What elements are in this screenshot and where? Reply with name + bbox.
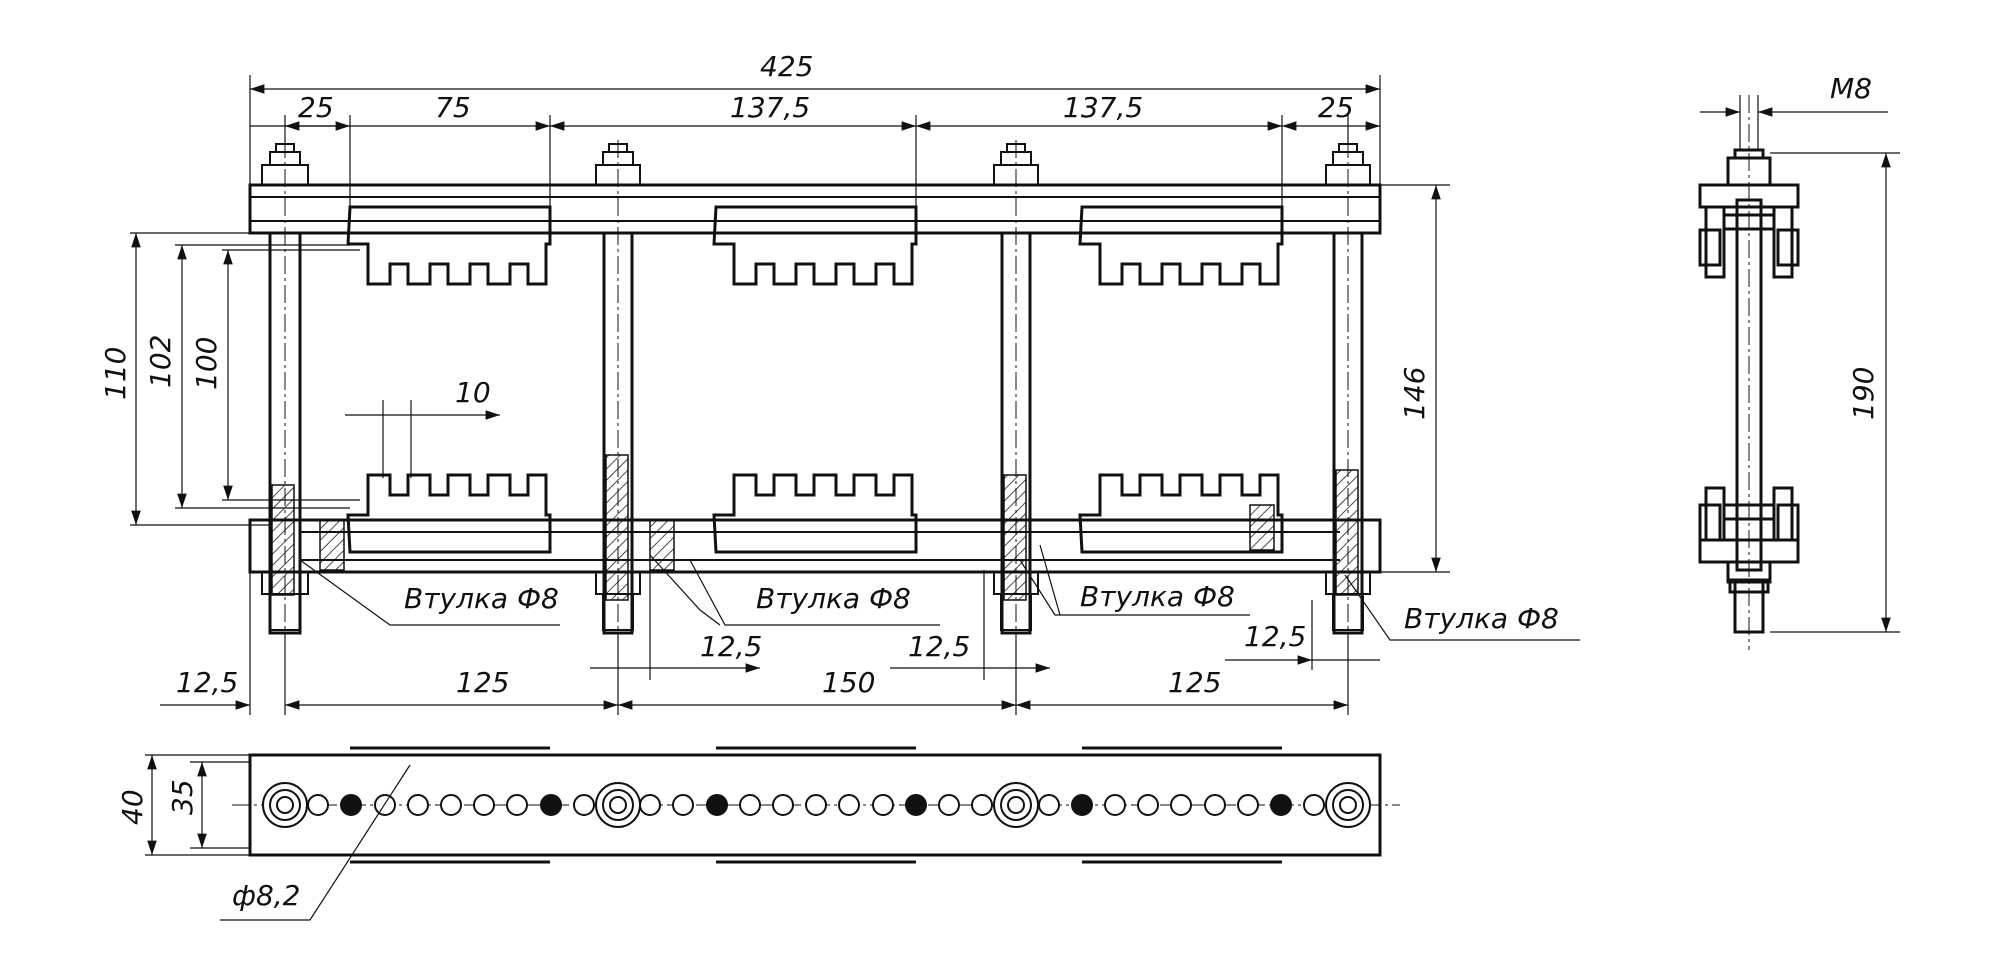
dim-height-110: 110 [99,347,132,400]
plan-view: 40 35 ф8,2 [116,746,1400,921]
mounting-hole [573,794,595,816]
mounting-hole [1038,794,1060,816]
dim-side-height: 190 [1847,367,1880,420]
callout-sleeve-4: Втулка Ф8 [1404,602,1559,635]
top-bar [248,183,1382,235]
dim-overall-width: 425 [760,50,813,83]
plan-holes [262,782,1371,828]
mounting-hole [307,794,329,816]
mounting-hole [938,794,960,816]
dim-gap-1: 12,5 [700,630,762,663]
filled-hole [706,794,728,816]
mounting-hole [1104,794,1126,816]
upper-combs [346,205,1284,286]
dim-second-segment: 137,5 [730,91,810,124]
dim-hole-diameter: ф8,2 [232,879,300,912]
dim-plan-width-35: 35 [166,779,199,815]
mounting-hole [407,794,429,816]
callout-sleeve-1: Втулка Ф8 [404,582,559,615]
dim-bottom-left-offset: 12,5 [176,666,238,699]
dim-gap-3: 12,5 [1244,620,1306,653]
rods [268,140,1364,700]
dim-gap-2: 12,5 [908,630,970,663]
side-view: M8 190 [1698,72,1900,650]
dim-right-margin: 25 [1318,91,1354,124]
filled-hole [340,794,362,816]
bolt-shaft [276,796,294,814]
filled-hole [1071,794,1093,816]
lower-combs [346,473,1284,554]
dim-bottom-span-3: 125 [1168,666,1221,699]
bottom-nuts [261,571,1371,631]
dim-plan-width-40: 40 [116,789,149,825]
mounting-hole [971,794,993,816]
mounting-hole [838,794,860,816]
mounting-hole [739,794,761,816]
callout-leaders [299,544,1580,641]
mounting-hole [805,794,827,816]
mounting-hole [872,794,894,816]
filled-hole [540,794,562,816]
mounting-hole [1204,794,1226,816]
dim-slot-width: 10 [455,376,491,409]
dim-height-102: 102 [144,335,177,388]
mounting-hole [374,794,396,816]
mounting-hole [1303,794,1325,816]
side-upper-clamp [1698,148,1800,279]
top-nuts [261,143,1371,186]
callout-sleeve-3: Втулка Ф8 [1080,580,1235,613]
mounting-hole [440,794,462,816]
mounting-hole [772,794,794,816]
mounting-hole [672,794,694,816]
filled-hole [905,794,927,816]
dim-left-margin: 25 [298,91,334,124]
dim-height-100: 100 [190,337,223,390]
callout-sleeve-2: Втулка Ф8 [756,582,911,615]
mounting-hole [1137,794,1159,816]
bolt-shaft [609,796,627,814]
dim-bottom-span-2: 150 [822,666,875,699]
filled-hole [1270,794,1292,816]
mounting-hole [639,794,661,816]
bolt-shaft [1339,796,1357,814]
side-lower-clamp [1698,486,1800,634]
dim-bottom-span-1: 125 [456,666,509,699]
mounting-hole [1170,794,1192,816]
bolt-shaft [1007,796,1025,814]
front-view: 425 25 75 137,5 137,5 25 110 102 100 146… [99,50,1580,715]
dim-thread: M8 [1830,72,1872,105]
bottom-bar [248,518,1382,574]
sleeves [271,454,1359,601]
mounting-hole [506,794,528,816]
mounting-hole [1237,794,1259,816]
mounting-hole [473,794,495,816]
dim-first-segment: 75 [435,91,471,124]
dim-third-segment: 137,5 [1063,91,1143,124]
dim-height-146: 146 [1398,367,1431,420]
